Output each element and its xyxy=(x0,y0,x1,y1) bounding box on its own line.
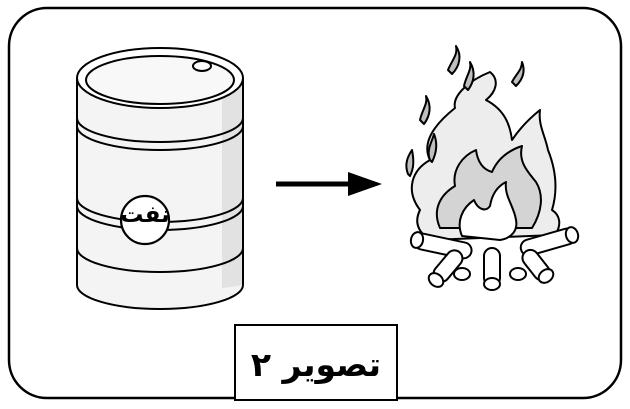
campfire-icon xyxy=(405,45,580,291)
barrel-label: نفت xyxy=(120,202,170,228)
caption-box: تصویر ۲ xyxy=(234,324,398,401)
figure-caption: تصویر ۲ xyxy=(250,344,382,384)
oil-barrel-icon xyxy=(76,47,244,310)
right-arrow-icon xyxy=(276,172,382,196)
